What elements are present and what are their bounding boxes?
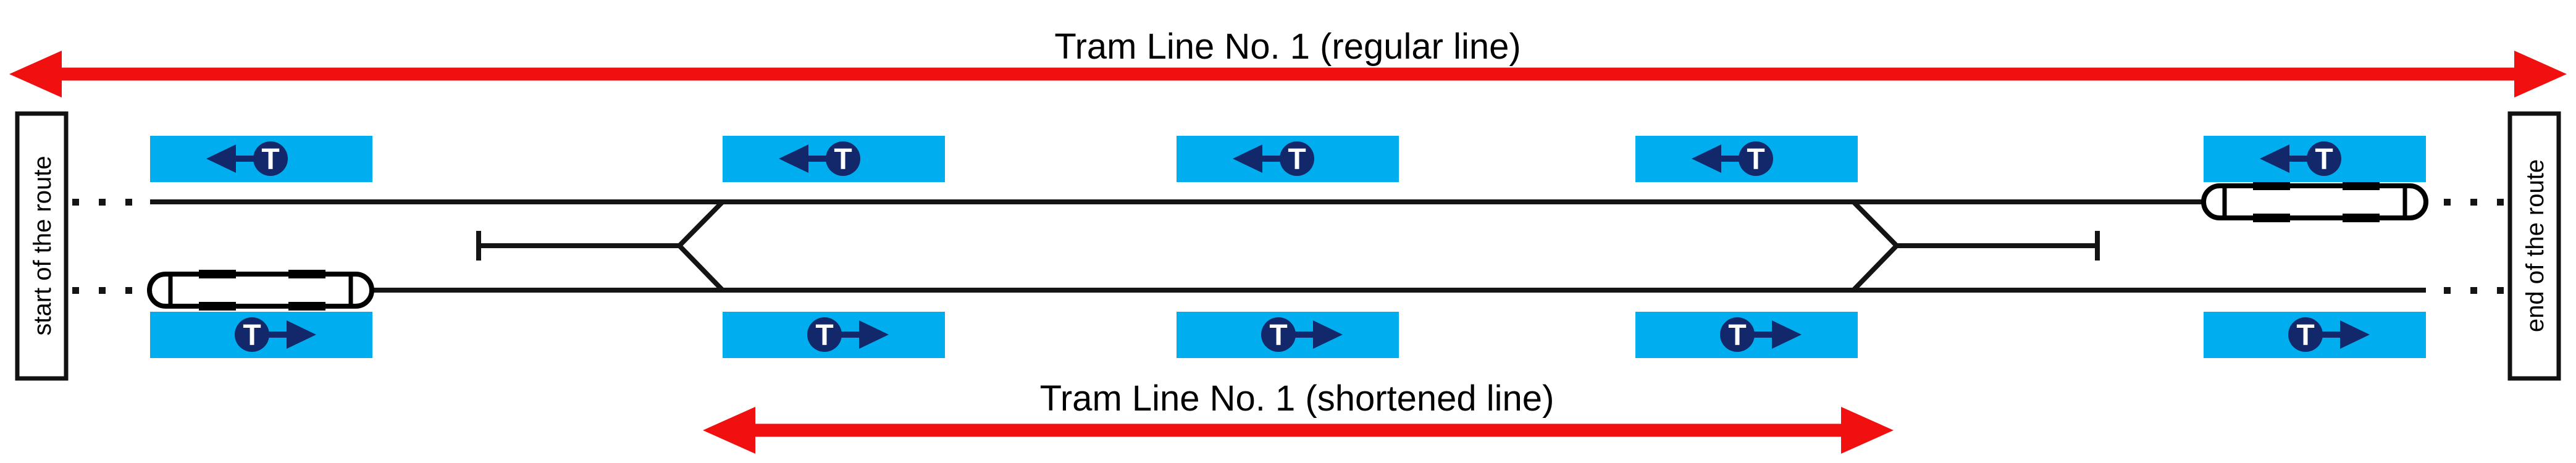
start-of-route-box: start of the route [15,111,69,381]
arrowhead-left-icon [9,51,62,98]
station-platform-top-3 [1177,136,1399,182]
left-turnback-siding [476,200,724,292]
station-platform-top-4 [1635,136,1858,182]
end-of-route-box: end of the route [2507,111,2561,381]
right-turnback-siding [1852,200,2100,292]
station-platform-bottom-1 [150,312,372,358]
shortened-line-label: Tram Line No. 1 (shortened line) [1040,378,1554,419]
station-platform-top-2 [723,136,945,182]
tram-vehicle-icon [149,270,372,311]
arrowhead-right-icon [2514,51,2567,98]
station-platform-bottom-4 [1635,312,1858,358]
bottom-track [72,287,2504,294]
arrowhead-left-icon [703,407,755,454]
regular-line-arrow [9,51,2567,98]
start-of-route-label: start of the route [29,156,56,335]
station-platform-bottom-2 [723,312,945,358]
station-platform-bottom-3 [1177,312,1399,358]
arrowhead-right-icon [1841,407,1894,454]
regular-line-label: Tram Line No. 1 (regular line) [1054,27,1521,67]
station-platform-top-5 [2204,136,2426,182]
end-of-route-label: end of the route [2522,159,2549,332]
top-track [72,199,2504,206]
station-platform-top-1 [150,136,372,182]
tram-vehicle-icon [2204,181,2426,222]
shortened-line-arrow [703,407,1894,454]
station-platform-bottom-5 [2204,312,2426,358]
